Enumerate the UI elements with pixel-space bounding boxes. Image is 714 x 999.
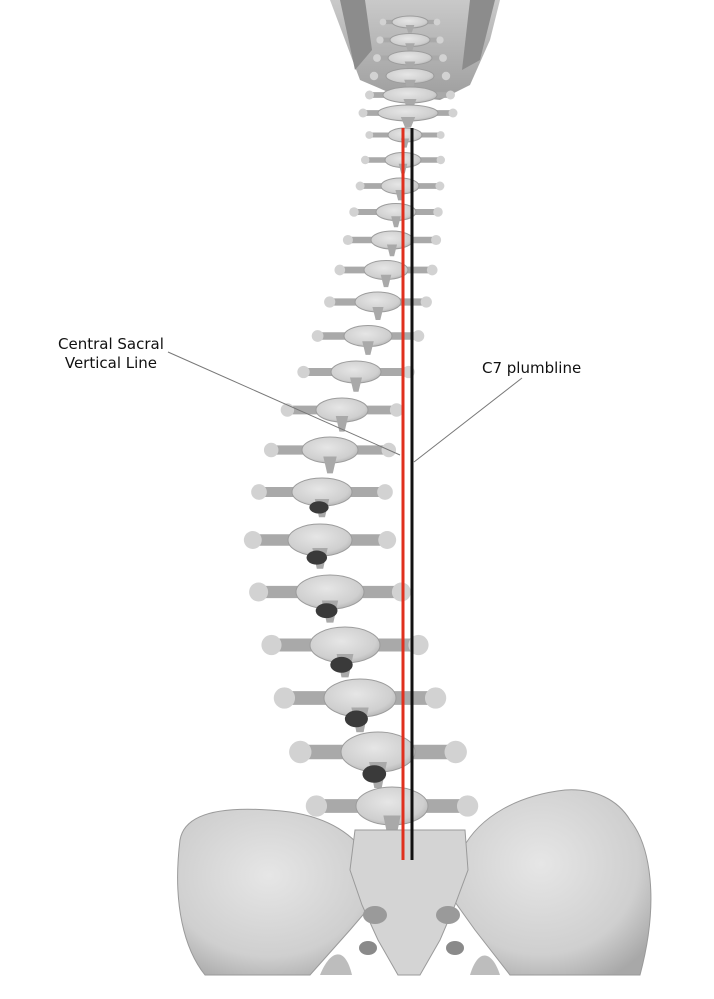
- vertebra: [297, 360, 415, 392]
- csvl-label: Central Sacral Vertical Line: [58, 335, 164, 373]
- vertebra: [324, 291, 432, 320]
- skull-base: [330, 0, 500, 100]
- vertebra: [365, 86, 455, 110]
- vertebra: [365, 127, 445, 148]
- vertebra: [376, 33, 444, 52]
- vertebra: [251, 477, 393, 518]
- vertebra: [243, 523, 397, 569]
- pelvis: [177, 789, 652, 976]
- vertebra: [263, 436, 397, 474]
- vertebra: [289, 731, 467, 788]
- vertebral-column: [243, 15, 479, 841]
- vertebra: [273, 678, 447, 733]
- vertebra: [334, 260, 438, 288]
- csvl-label-line2: Vertical Line: [64, 354, 158, 372]
- vertebra: [369, 68, 451, 90]
- vertebra: [379, 15, 441, 33]
- vertebra: [349, 203, 443, 228]
- csvl-leader-line: [167, 351, 401, 456]
- vertebra: [311, 325, 425, 355]
- vertebra: [261, 626, 429, 678]
- vertebra: [342, 230, 442, 257]
- c7-leader-line: [413, 377, 523, 463]
- vertebra: [358, 104, 458, 128]
- vertebra: [280, 397, 404, 432]
- csvl-label-line1: Central Sacral: [58, 335, 164, 353]
- c7-label: C7 plumbline: [482, 359, 582, 377]
- vertebra: [249, 574, 411, 623]
- vertebra: [355, 177, 445, 201]
